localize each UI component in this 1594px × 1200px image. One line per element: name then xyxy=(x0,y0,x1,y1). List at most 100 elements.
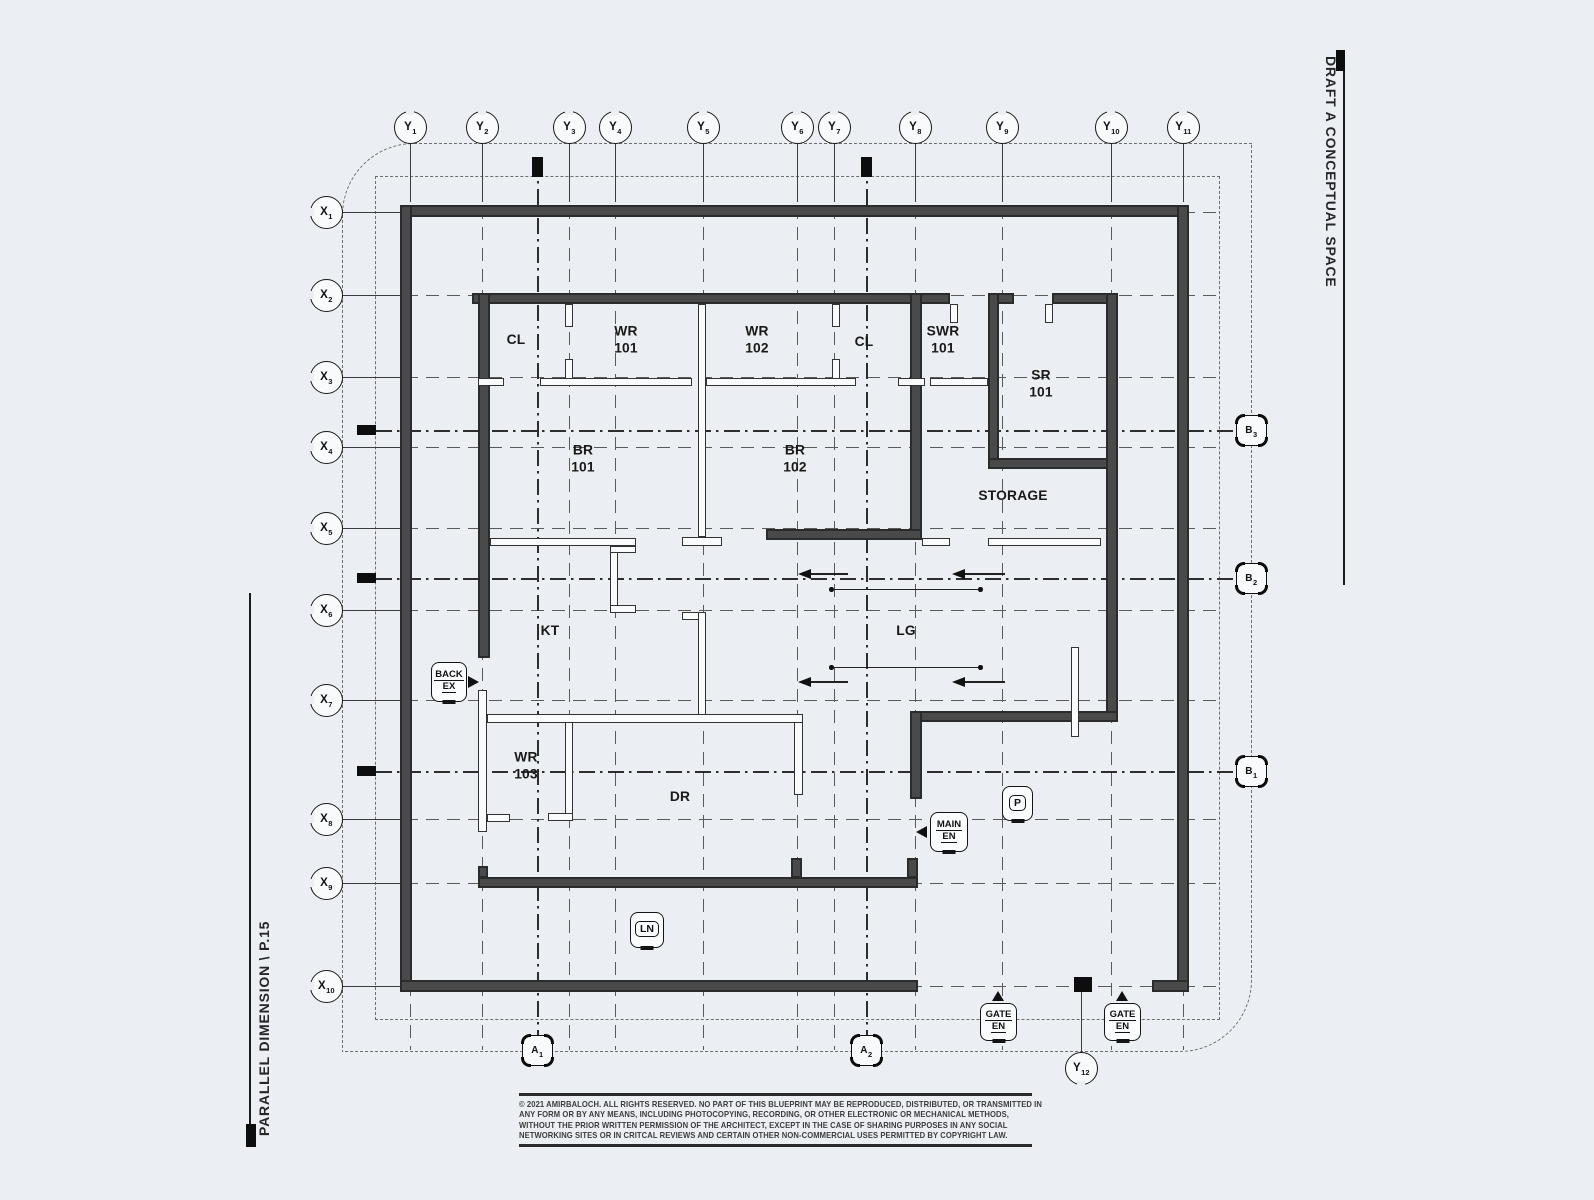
section-line-a1 xyxy=(537,160,539,1036)
partition-wall xyxy=(950,304,958,323)
bubble-notch xyxy=(1178,109,1187,115)
copyright-line: ANY FORM OR BY ANY MEANS, INCLUDING PHOT… xyxy=(519,1110,1010,1120)
grid-leader xyxy=(834,144,836,202)
corner-accent xyxy=(543,1056,554,1067)
bubble-notch xyxy=(829,109,838,115)
partition-wall xyxy=(922,538,950,546)
grid-leader xyxy=(343,212,403,214)
bubble-notch xyxy=(1076,1080,1085,1086)
grid-line-x7 xyxy=(342,700,1218,702)
room-label-line: WR xyxy=(514,749,538,765)
partition-wall xyxy=(698,612,706,716)
corner-accent xyxy=(520,1033,531,1044)
swing-arrow-tail xyxy=(811,681,848,683)
partition-wall xyxy=(1045,304,1053,323)
grid-leader xyxy=(343,295,403,297)
corner-accent xyxy=(1234,413,1245,424)
grid-leader xyxy=(1111,144,1113,202)
wall-segment xyxy=(1152,980,1189,992)
grid-leader xyxy=(343,986,403,988)
section-cut-mark xyxy=(357,766,376,776)
bubble-notch xyxy=(477,109,486,115)
wall-segment xyxy=(988,293,999,468)
bubble-notch xyxy=(308,605,314,614)
bubble-notch xyxy=(308,442,314,451)
section-cut-mark xyxy=(1074,977,1092,992)
bubble-notch xyxy=(308,523,314,532)
section-cut-mark xyxy=(861,157,872,177)
partition-wall xyxy=(610,605,636,613)
room-label-line: SWR xyxy=(926,323,960,339)
bubble-notch xyxy=(564,109,573,115)
bubble-notch xyxy=(308,981,314,990)
wall-segment xyxy=(400,980,918,992)
left-title-rail xyxy=(249,593,251,1147)
swing-arrow-tail xyxy=(965,573,1005,575)
grid-line-x8 xyxy=(342,819,1218,821)
grid-leader xyxy=(343,883,403,885)
corner-accent xyxy=(1257,754,1268,765)
laundry-badge: LN xyxy=(630,912,664,948)
room-label-cl2: CL xyxy=(855,334,874,351)
partition-wall xyxy=(1071,647,1079,737)
partition-wall xyxy=(540,378,692,386)
partition-wall xyxy=(565,304,573,327)
wall-segment xyxy=(907,858,918,878)
wall-segment xyxy=(478,293,490,658)
grid-line-y6 xyxy=(797,143,799,1050)
partition-wall xyxy=(478,378,504,386)
parking-badge-label: P xyxy=(1008,794,1026,811)
parking-badge: P xyxy=(1002,786,1033,821)
bubble-notch xyxy=(610,109,619,115)
wall-segment xyxy=(910,711,922,799)
bubble-notch xyxy=(308,372,314,381)
room-label-dr: DR xyxy=(670,789,690,806)
room-label-line: BR xyxy=(572,442,594,458)
swing-guide-dot xyxy=(978,587,983,592)
room-label-line: STORAGE xyxy=(978,487,1048,503)
grid-leader xyxy=(615,144,617,202)
grid-line-x6 xyxy=(342,610,1218,612)
swing-arrow-icon xyxy=(952,568,965,579)
wall-segment xyxy=(910,293,922,540)
partition-wall xyxy=(832,304,840,327)
swing-guide-dot xyxy=(829,665,834,670)
grid-line-y9 xyxy=(1002,143,1004,1050)
copyright-line: NETWORKING SITES OR IN CRITCAL REVIEWS A… xyxy=(519,1131,1008,1141)
partition-wall xyxy=(610,546,618,612)
grid-leader xyxy=(410,144,412,202)
section-line-b2 xyxy=(376,578,1236,580)
corner-accent xyxy=(1234,584,1245,595)
partition-wall xyxy=(565,359,573,379)
corner-accent xyxy=(849,1056,860,1067)
grid-leader xyxy=(797,144,799,202)
partition-wall xyxy=(490,538,636,546)
room-label-line: WR xyxy=(614,323,638,339)
left-rail-cap xyxy=(246,1124,256,1147)
room-label-line: CL xyxy=(854,333,874,349)
room-label-line: 101 xyxy=(1029,384,1053,399)
bubble-notch xyxy=(997,109,1006,115)
section-cut-mark xyxy=(357,573,376,583)
grid-leader xyxy=(343,447,403,449)
partition-wall xyxy=(682,537,722,546)
wall-segment xyxy=(478,866,488,878)
corner-accent xyxy=(1257,436,1268,447)
